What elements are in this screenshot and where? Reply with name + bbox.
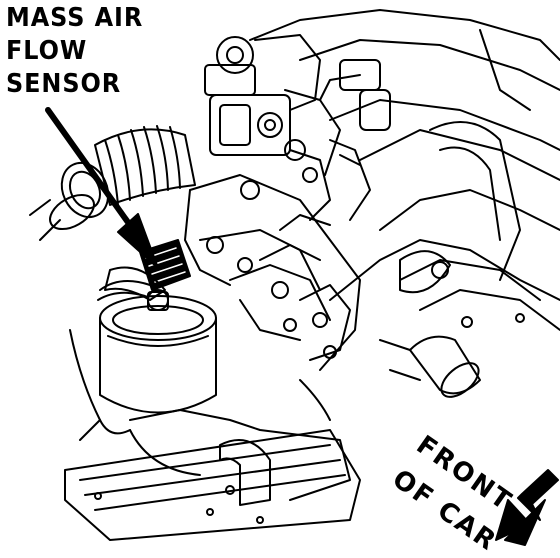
intake-manifold xyxy=(184,174,361,371)
sensor-label-line2: FLOW xyxy=(6,36,88,66)
air-cleaner xyxy=(97,280,217,414)
sensor-pointer-arrow xyxy=(45,107,159,269)
front-direction-arrow xyxy=(495,469,559,546)
air-cleaner-base xyxy=(64,409,361,541)
sensor-label-line1: MASS AIR xyxy=(6,3,144,33)
intake-duct xyxy=(29,125,196,241)
sensor-label: MASS AIR FLOW SENSOR xyxy=(6,2,143,101)
coolant-hose xyxy=(379,335,481,398)
mass-air-flow-sensor xyxy=(104,239,191,301)
sensor-label-line3: SENSOR xyxy=(6,69,122,99)
engine-block xyxy=(249,9,560,331)
throttle-body xyxy=(204,34,371,221)
lower-hose xyxy=(69,329,331,441)
